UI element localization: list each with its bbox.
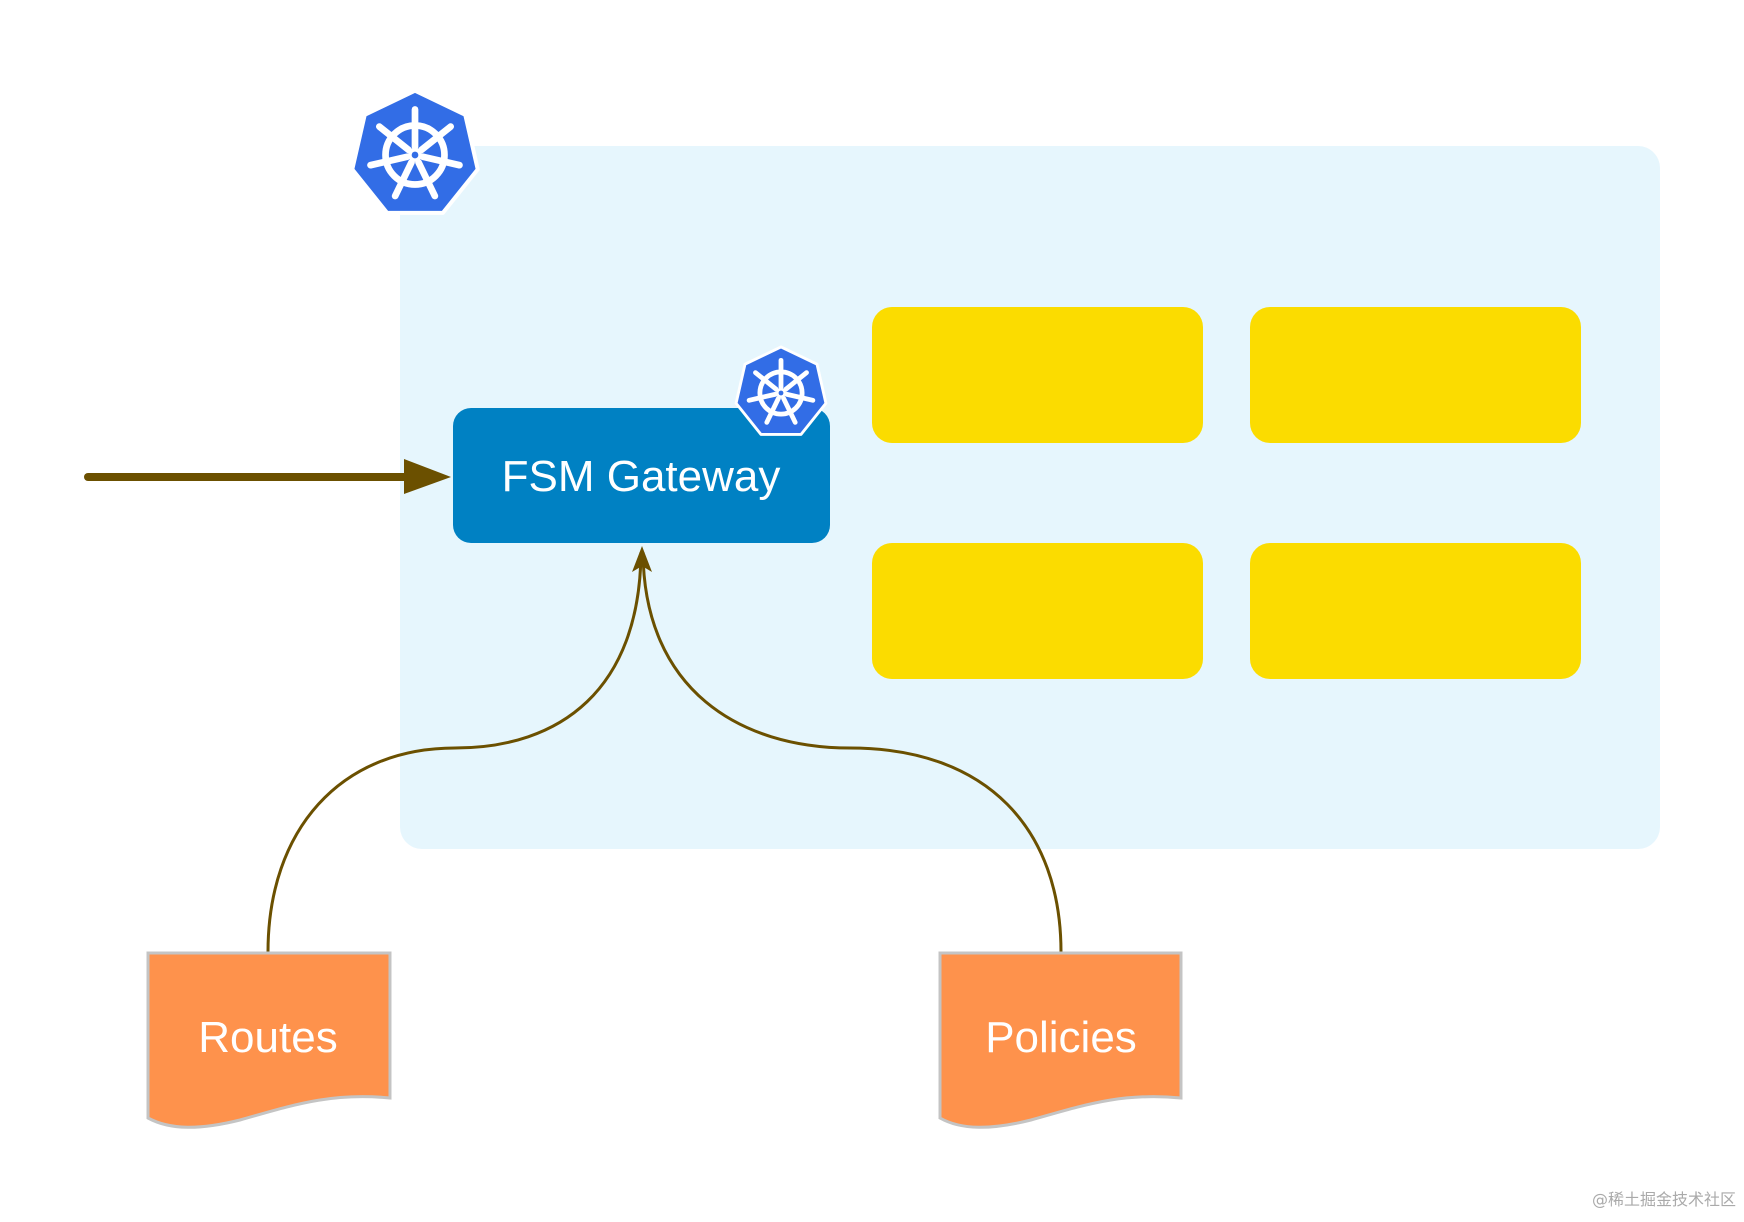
routes-document[interactable]: Routes	[146, 951, 392, 1129]
workload-box	[872, 543, 1203, 679]
ingress-arrow	[84, 459, 451, 494]
policies-connector	[641, 551, 1063, 953]
workload-box	[1250, 307, 1581, 443]
watermark: @稀土掘金技术社区	[1591, 1190, 1736, 1209]
connector-arrowhead	[632, 546, 652, 572]
policies-label: Policies	[985, 1013, 1137, 1062]
fsm-gateway-label: FSM Gateway	[502, 452, 781, 501]
cluster-kubernetes-icon	[352, 91, 477, 213]
fsm-gateway-node[interactable]: FSM Gateway	[453, 408, 830, 543]
workload-box	[872, 307, 1203, 443]
routes-connector	[266, 551, 643, 953]
routes-label: Routes	[198, 1013, 337, 1062]
policies-document[interactable]: Policies	[938, 951, 1183, 1129]
workload-box	[1250, 543, 1581, 679]
